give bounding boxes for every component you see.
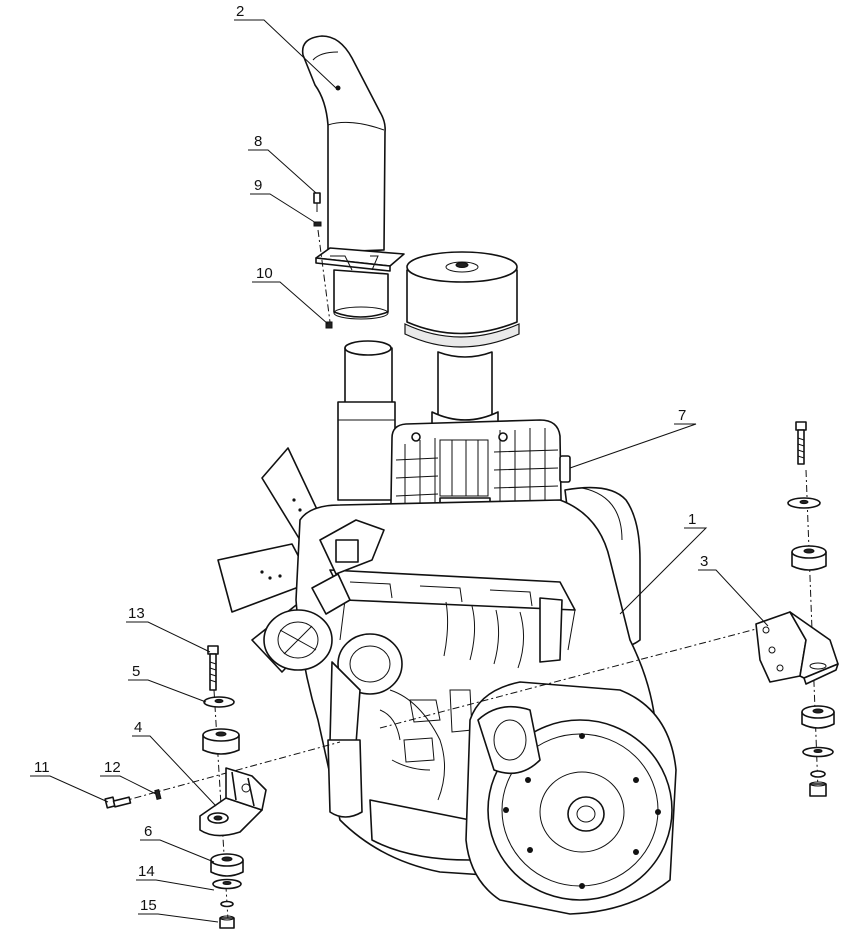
washer-part-14 — [220, 900, 234, 908]
bolt-part-11 — [104, 796, 132, 809]
callout-4: 4 — [134, 719, 142, 736]
right-nut — [809, 781, 827, 797]
exhaust-outlet-pipe — [337, 340, 396, 501]
air-cleaner — [404, 251, 520, 439]
right-mount-axis — [379, 627, 761, 729]
callout-2: 2 — [236, 3, 244, 20]
callout-12: 12 — [104, 759, 121, 776]
right-lower-rubber-pad — [801, 705, 835, 729]
washer-part-12 — [154, 789, 162, 800]
callout-9: 9 — [254, 177, 262, 194]
flywheel-housing — [465, 681, 677, 915]
right-upper-rubber-pad — [791, 545, 827, 571]
nut-part-15 — [219, 915, 235, 929]
callout-8: 8 — [254, 133, 262, 150]
callout-3: 3 — [700, 553, 708, 570]
washer-part-9 — [313, 221, 322, 227]
sensor-part-7 — [559, 455, 571, 483]
left-mount-axis — [119, 741, 341, 803]
callout-labels: 2 8 9 10 7 1 3 13 5 4 11 12 6 14 15 — [34, 3, 708, 914]
washer-part-5 — [203, 696, 235, 708]
exhaust-elbow-pipe — [301, 35, 405, 320]
bolt-part-13 — [207, 645, 219, 691]
leader-lines — [30, 19, 769, 923]
right-bolt — [795, 421, 807, 465]
callout-1: 1 — [688, 511, 696, 528]
nut-part-10 — [325, 321, 333, 329]
callout-7: 7 — [678, 407, 686, 424]
callout-6: 6 — [144, 823, 152, 840]
callout-11: 11 — [34, 759, 50, 776]
right-upper-washer — [787, 497, 821, 509]
callout-15: 15 — [140, 897, 157, 914]
callout-10: 10 — [256, 265, 273, 282]
right-lower-washer — [802, 746, 834, 758]
right-mount-bracket — [755, 611, 839, 685]
rubber-pad-part-6 — [210, 853, 244, 877]
mount-bracket-part-4 — [199, 767, 267, 837]
washer-part-14-upper — [212, 878, 242, 890]
callout-14: 14 — [138, 863, 155, 880]
right-spring-washer — [810, 770, 826, 778]
callout-5: 5 — [132, 663, 140, 680]
bolt-axis-line — [317, 229, 331, 323]
upper-rubber-pad — [202, 728, 240, 755]
bolt-part-8 — [313, 192, 321, 212]
callout-13: 13 — [128, 605, 145, 622]
